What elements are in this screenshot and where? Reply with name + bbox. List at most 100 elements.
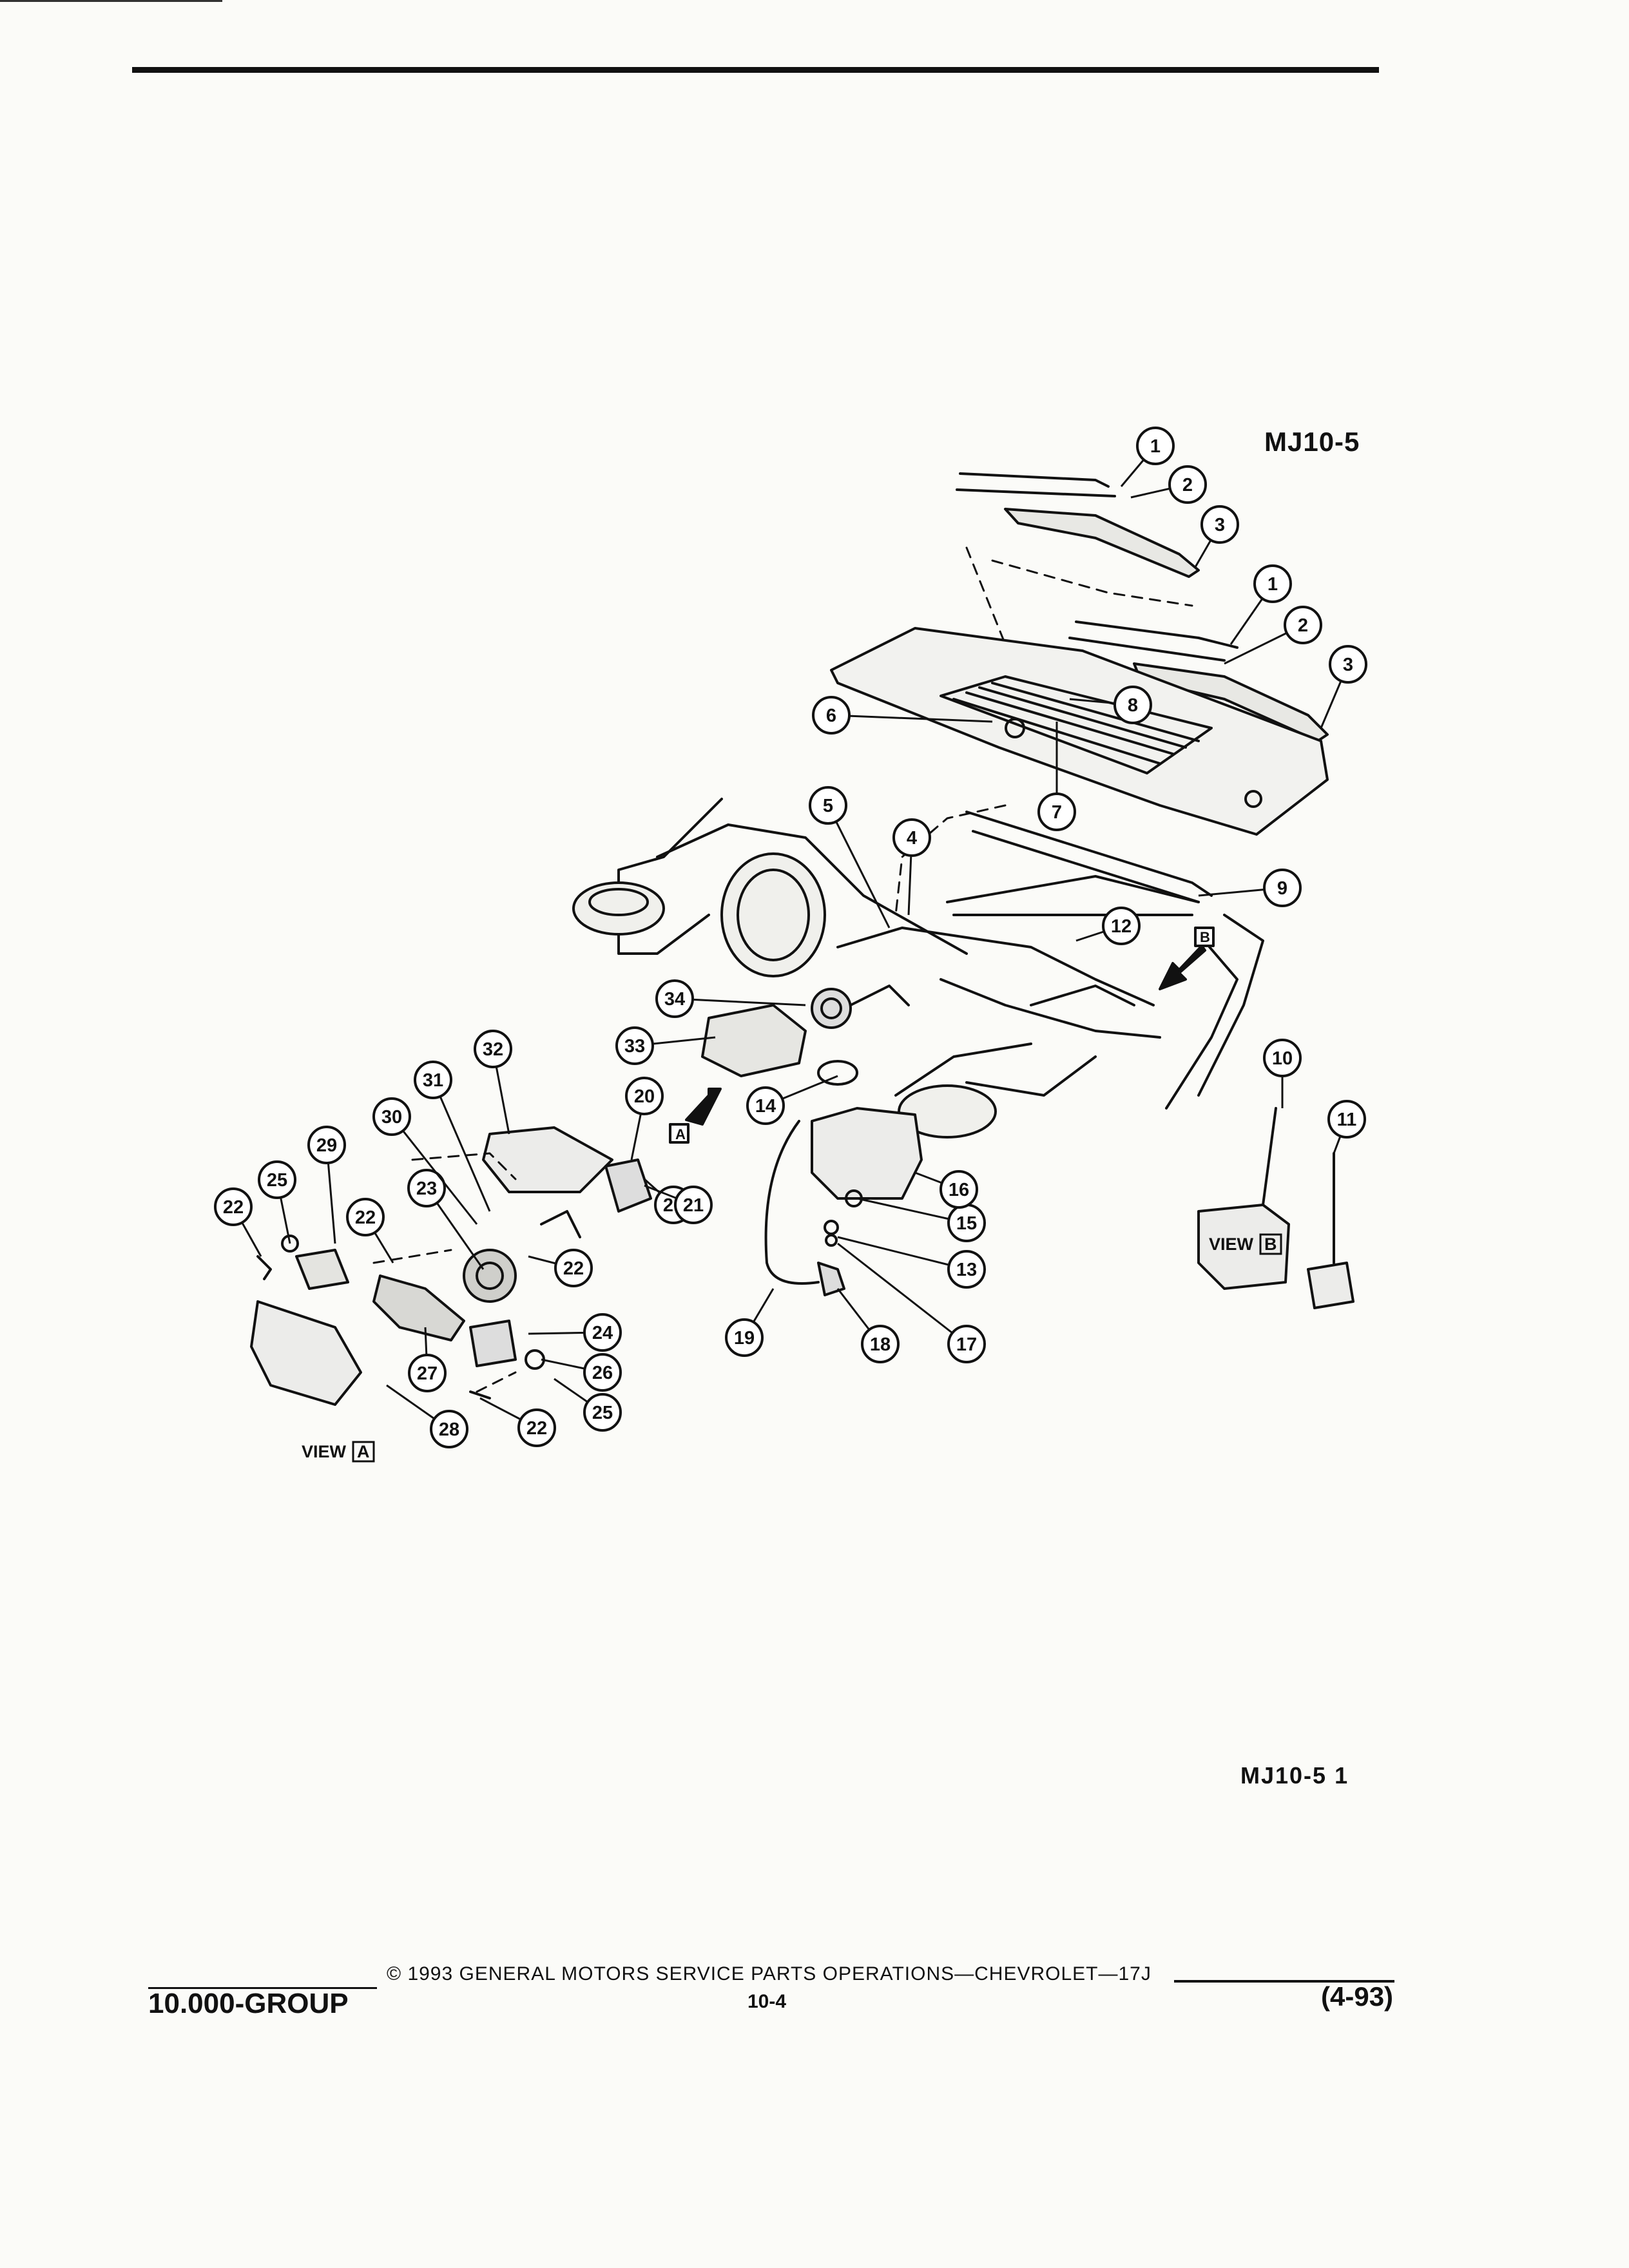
callout-circle [214, 1187, 253, 1226]
callout-number: 4 [907, 828, 917, 849]
top-rule [132, 67, 1379, 73]
callout-26: 26 [541, 1353, 622, 1392]
callout-circle [1168, 465, 1207, 504]
callout-leader [837, 1236, 967, 1271]
callout-number: 19 [734, 1328, 755, 1349]
callout-19: 19 [725, 1288, 775, 1357]
callout-circle [407, 1169, 446, 1207]
view-b-letter: B [1264, 1235, 1277, 1254]
callout-number: 24 [592, 1323, 613, 1343]
callout-circle [947, 1250, 986, 1289]
callout-22: 22 [528, 1249, 593, 1287]
callout-11: 11 [1327, 1100, 1366, 1154]
callout-circle [346, 1198, 385, 1236]
callout-circle [307, 1126, 346, 1164]
washer-reservoir [764, 1107, 923, 1296]
callout-circle [517, 1408, 556, 1447]
callout-1: 1 [1229, 564, 1292, 645]
callout-leader [831, 714, 993, 723]
callout-circle [1284, 606, 1322, 644]
engine-bay-outline [572, 798, 1264, 1139]
callout-34: 34 [655, 979, 806, 1018]
wiper-linkage [946, 811, 1213, 916]
callout-number: 17 [956, 1334, 977, 1355]
callout-28: 28 [386, 1384, 468, 1448]
callout-9: 9 [1198, 869, 1302, 907]
callout-22: 22 [214, 1187, 262, 1257]
callout-number: 12 [1111, 916, 1132, 937]
callout-number: 28 [439, 1419, 459, 1440]
callout-leader [390, 1116, 478, 1225]
callout-1: 1 [1120, 427, 1175, 487]
callout-2: 2 [1224, 606, 1322, 665]
callout-number: 16 [949, 1180, 969, 1200]
callout-circle [408, 1354, 447, 1392]
callout-number: 22 [563, 1258, 584, 1279]
callout-32: 32 [474, 1030, 512, 1135]
callout-23: 23 [407, 1169, 485, 1270]
callout-number: 23 [416, 1178, 437, 1199]
callout-number: 33 [624, 1036, 645, 1057]
callout-22: 22 [346, 1198, 394, 1264]
callout-number: 13 [956, 1260, 977, 1280]
callout-22: 22 [479, 1397, 556, 1447]
callout-17: 17 [837, 1242, 986, 1363]
callout-number: 25 [267, 1170, 287, 1191]
callout-circle [1253, 564, 1292, 603]
callout-21: 21 [644, 1184, 713, 1224]
callout-circle [892, 818, 931, 857]
callout-number: 26 [592, 1363, 613, 1383]
figure-code: MJ10-5 1 [1240, 1762, 1349, 1789]
callout-6: 6 [812, 696, 993, 735]
callout-2: 2 [1130, 465, 1207, 504]
callout-number: 20 [634, 1086, 655, 1107]
callout-number: 27 [417, 1363, 438, 1384]
cowl-panel [830, 627, 1329, 836]
callout-14: 14 [746, 1075, 838, 1125]
view-b-label: VIEW [1209, 1235, 1254, 1254]
callout-circle [674, 1186, 713, 1224]
callout-number: 2 [1298, 615, 1308, 636]
callout-circle [655, 979, 694, 1018]
callout-number: 22 [223, 1197, 244, 1218]
callout-number: 5 [823, 796, 833, 816]
callout-29: 29 [307, 1126, 346, 1244]
callout-circle [1329, 645, 1367, 684]
footer-rule-right [1174, 1980, 1394, 1983]
callout-circle [615, 1026, 654, 1065]
arrow-b-letter: B [1200, 929, 1210, 945]
callout-circle [414, 1061, 452, 1099]
footer-group: 10.000-GROUP [148, 1988, 349, 2019]
callout-circle [1136, 427, 1175, 465]
corner-rule [0, 0, 222, 2]
callout-circle [430, 1410, 468, 1448]
callout-circle [725, 1318, 764, 1357]
callout-4: 4 [892, 818, 931, 916]
callout-3: 3 [1320, 645, 1367, 729]
callout-circle [554, 1249, 593, 1287]
callout-24: 24 [528, 1313, 622, 1352]
callout-circle [1200, 505, 1239, 544]
callout-30: 30 [372, 1097, 478, 1225]
callout-13: 13 [837, 1236, 986, 1289]
footer-date: (4-93) [1321, 1981, 1394, 2012]
callout-number: 6 [826, 706, 836, 726]
callout-circle [746, 1086, 785, 1125]
callout-circle [625, 1077, 664, 1115]
arrow-a [669, 1088, 722, 1144]
callout-leader [837, 1242, 967, 1345]
view-a-letter: A [357, 1442, 370, 1461]
callout-circle [474, 1030, 512, 1068]
diagram-id: MJ10-5 [1264, 427, 1360, 457]
callout-number: 11 [1337, 1110, 1357, 1130]
view-b-parts [1197, 1107, 1354, 1309]
callout-number: 2 [1182, 475, 1193, 495]
callout-number: 22 [355, 1207, 376, 1228]
callout-18: 18 [836, 1288, 900, 1363]
callout-circle [258, 1160, 296, 1199]
callout-33: 33 [615, 1026, 716, 1065]
callout-circle [372, 1097, 411, 1136]
callout-number: 34 [664, 989, 685, 1010]
